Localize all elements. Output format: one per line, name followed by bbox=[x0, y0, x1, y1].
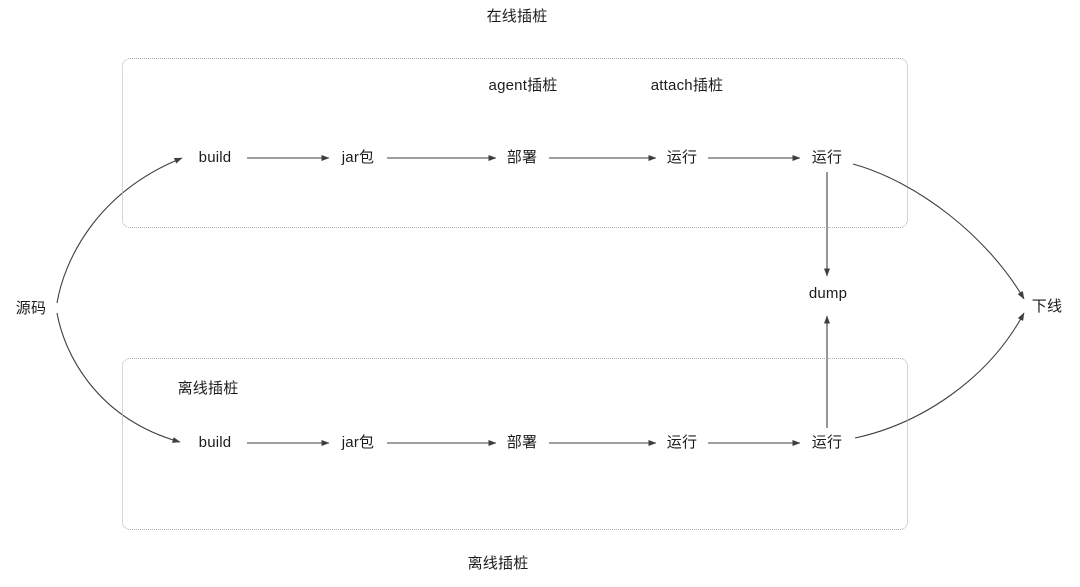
agent-instrument-label: agent插桩 bbox=[488, 77, 558, 94]
node-offline-jar: jar包 bbox=[341, 434, 375, 451]
attach-instrument-label: attach插桩 bbox=[650, 77, 724, 94]
dump-label: dump bbox=[808, 285, 848, 302]
online-instrumentation-box bbox=[122, 58, 908, 228]
source-label: 源码 bbox=[15, 300, 47, 317]
node-online-deploy: 部署 bbox=[506, 149, 538, 166]
node-online-run-1: 运行 bbox=[666, 149, 698, 166]
node-offline-deploy: 部署 bbox=[506, 434, 538, 451]
edge-online-run-to-exit bbox=[852, 163, 1025, 300]
node-online-build: build bbox=[198, 149, 232, 166]
node-offline-run-2: 运行 bbox=[811, 434, 843, 451]
offline-instrumentation-box bbox=[122, 358, 908, 530]
online-title: 在线插桩 bbox=[486, 8, 548, 25]
node-offline-build: build bbox=[198, 434, 232, 451]
edge-source-to-online-build bbox=[56, 157, 183, 304]
offline-title: 离线插桩 bbox=[467, 555, 529, 572]
node-online-run-2: 运行 bbox=[811, 149, 843, 166]
node-offline-run-1: 运行 bbox=[666, 434, 698, 451]
node-online-jar: jar包 bbox=[341, 149, 375, 166]
offline-box-label: 离线插桩 bbox=[177, 380, 239, 397]
edge-offline-run-to-exit bbox=[854, 312, 1025, 439]
exit-label: 下线 bbox=[1031, 298, 1063, 315]
edge-source-to-offline-build bbox=[56, 312, 181, 443]
